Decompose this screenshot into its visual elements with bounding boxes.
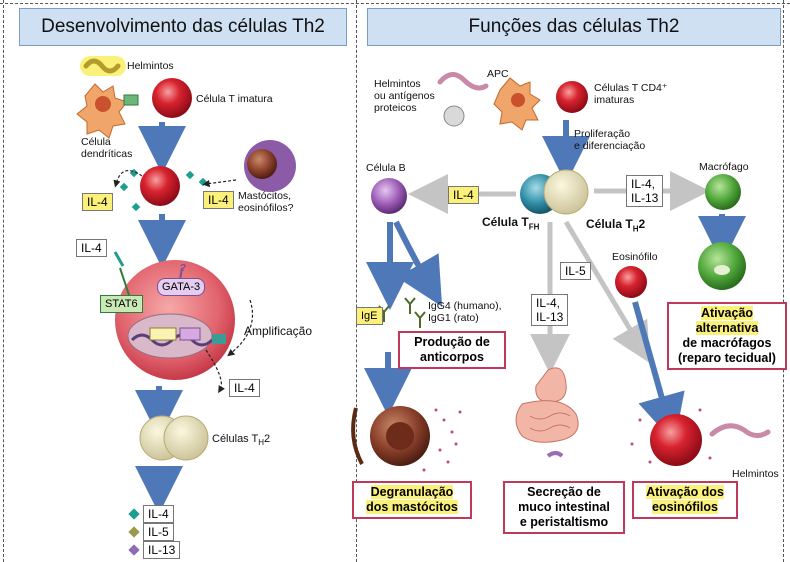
activated-t-cell-icon bbox=[140, 166, 180, 206]
il4-bottom-box: IL-4 bbox=[229, 379, 260, 397]
eos-out-line2: eosinófilos bbox=[652, 500, 718, 514]
mucus-out-line3: e peristaltismo bbox=[519, 515, 609, 529]
macrophage-label: Macrófago bbox=[699, 161, 749, 173]
helminths-antigens-line2: ou antígenos bbox=[374, 90, 435, 102]
right-border bbox=[783, 0, 784, 562]
legend-il13-label: IL-13 bbox=[143, 541, 181, 559]
il4-left-box: IL-4 bbox=[82, 193, 113, 211]
helminths-label: Helmintos bbox=[127, 60, 174, 72]
antibody-out-line2: anticorpos bbox=[420, 350, 484, 364]
mast-cell-icon bbox=[244, 140, 296, 192]
mast-out-line2: dos mastócitos bbox=[366, 500, 458, 514]
right-panel-title: Funções das células Th2 bbox=[367, 8, 781, 46]
immature-t-cell-icon bbox=[152, 78, 192, 118]
il4-il13-mid-line1: IL-4, bbox=[536, 296, 561, 310]
eosinophil-icon bbox=[615, 266, 647, 298]
mast-degranulation-box: Degranulação dos mastócitos bbox=[352, 481, 472, 519]
il4-b-box: IL-4 bbox=[448, 186, 479, 204]
helminths-right-label: Helmintos bbox=[732, 468, 779, 480]
il4-il13-mid-line2: IL-13 bbox=[536, 310, 564, 324]
degranulating-mast-cell-icon bbox=[351, 406, 430, 466]
dendritic-label-line1: Célula bbox=[81, 136, 111, 148]
antibody-out-line1: Produção de bbox=[414, 335, 490, 349]
amplification-label: Amplificação bbox=[244, 324, 313, 338]
helminths-antigens-line1: Helmintos bbox=[374, 78, 421, 90]
mast-label-line1: Mastócitos, bbox=[238, 190, 292, 202]
panel-divider bbox=[356, 0, 357, 562]
prolif-label-line1: Proliferação bbox=[574, 128, 631, 140]
il4-il13-mid-box: IL-4,IL-13 bbox=[531, 294, 569, 326]
granules-icon bbox=[422, 408, 462, 472]
il13-swatch bbox=[128, 544, 140, 556]
il4-il13-top-box: IL-4,IL-13 bbox=[626, 175, 664, 207]
mucus-secretion-box: Secreção de muco intestinal e peristalti… bbox=[503, 481, 625, 534]
b-cell-icon bbox=[371, 178, 407, 214]
il4-swatch bbox=[128, 508, 140, 520]
gata3-question: ? bbox=[180, 262, 187, 274]
eosinophil-label: Eosinófilo bbox=[612, 251, 658, 263]
legend-il4: IL-4 bbox=[128, 505, 174, 523]
igg-label-line2: IgG1 (rato) bbox=[428, 312, 479, 324]
macro-out-line4: (reparo tecidual) bbox=[678, 351, 776, 365]
igg-label-line1: IgG4 (humano), bbox=[428, 300, 502, 312]
macro-out-line3: de macrófagos bbox=[682, 336, 772, 350]
il4-top-box: IL-4 bbox=[76, 239, 107, 257]
left-panel-title: Desenvolvimento das células Th2 bbox=[19, 8, 347, 46]
dendritic-label-line2: dendríticas bbox=[81, 148, 133, 160]
activated-eosinophil-icon bbox=[650, 414, 702, 466]
helminths-antigens-line3: proteicos bbox=[374, 102, 417, 114]
th2-cells-icon bbox=[139, 415, 209, 461]
il4-il13-top-line1: IL-4, bbox=[631, 177, 656, 191]
prolif-label-line2: e diferenciação bbox=[574, 140, 646, 152]
stat6-label: STAT6 bbox=[100, 295, 143, 313]
il4-right-box: IL-4 bbox=[203, 191, 234, 209]
mucus-out-line1: Secreção de bbox=[527, 485, 601, 499]
top-border bbox=[0, 3, 790, 4]
apc-label: APC bbox=[487, 68, 509, 80]
helminth-antigen-icon bbox=[437, 72, 489, 127]
macro-out-line2: alternativa bbox=[695, 321, 759, 335]
eos-out-line1: Ativação dos bbox=[646, 485, 724, 499]
cd4-label-line2: imaturas bbox=[594, 94, 635, 106]
naive-cd4-t-cell-icon bbox=[556, 81, 588, 113]
th2-cell-icon bbox=[543, 169, 589, 215]
th2-label: Célula TH2 bbox=[586, 217, 646, 234]
helminth-target-icon bbox=[709, 423, 771, 438]
legend-il5-label: IL-5 bbox=[143, 523, 174, 541]
antibody-icon bbox=[378, 297, 426, 328]
macro-out-line1: Ativação bbox=[700, 306, 754, 320]
legend-il5: IL-5 bbox=[128, 523, 174, 541]
eosinophil-activation-box: Ativação dos eosinófilos bbox=[632, 481, 738, 519]
macrophage-activation-box: Ativação alternativa de macrófagos (repa… bbox=[667, 302, 787, 370]
immature-t-cell-label: Célula T imatura bbox=[196, 93, 273, 105]
cd4-label-line1: Células T CD4⁺ bbox=[594, 82, 668, 94]
apc-cell-icon bbox=[493, 77, 541, 131]
il5-box: IL-5 bbox=[560, 262, 591, 280]
macrophage-icon bbox=[705, 174, 741, 210]
dendritic-cell-icon bbox=[76, 83, 128, 139]
ige-label: IgE bbox=[356, 307, 383, 325]
mast-label-line2: eosinófilos? bbox=[238, 202, 294, 214]
b-cell-label: Célula B bbox=[366, 162, 406, 174]
mucus-out-line2: muco intestinal bbox=[518, 500, 610, 514]
legend-il4-label: IL-4 bbox=[143, 505, 174, 523]
gata3-label: GATA-3 bbox=[157, 278, 206, 296]
il4-molecules-icon bbox=[119, 168, 208, 212]
mast-out-line1: Degranulação bbox=[370, 485, 454, 499]
il5-swatch bbox=[128, 526, 140, 538]
antigen-complex-icon bbox=[123, 94, 139, 106]
left-border bbox=[3, 0, 4, 562]
intestine-icon bbox=[515, 367, 579, 458]
th2-cells-label: Células TH2 bbox=[212, 433, 271, 448]
il4-il13-top-line2: IL-13 bbox=[631, 191, 659, 205]
tfh-label: Célula TFH bbox=[482, 215, 540, 232]
helminth-worm-icon bbox=[80, 56, 126, 76]
legend-il13: IL-13 bbox=[128, 541, 181, 559]
